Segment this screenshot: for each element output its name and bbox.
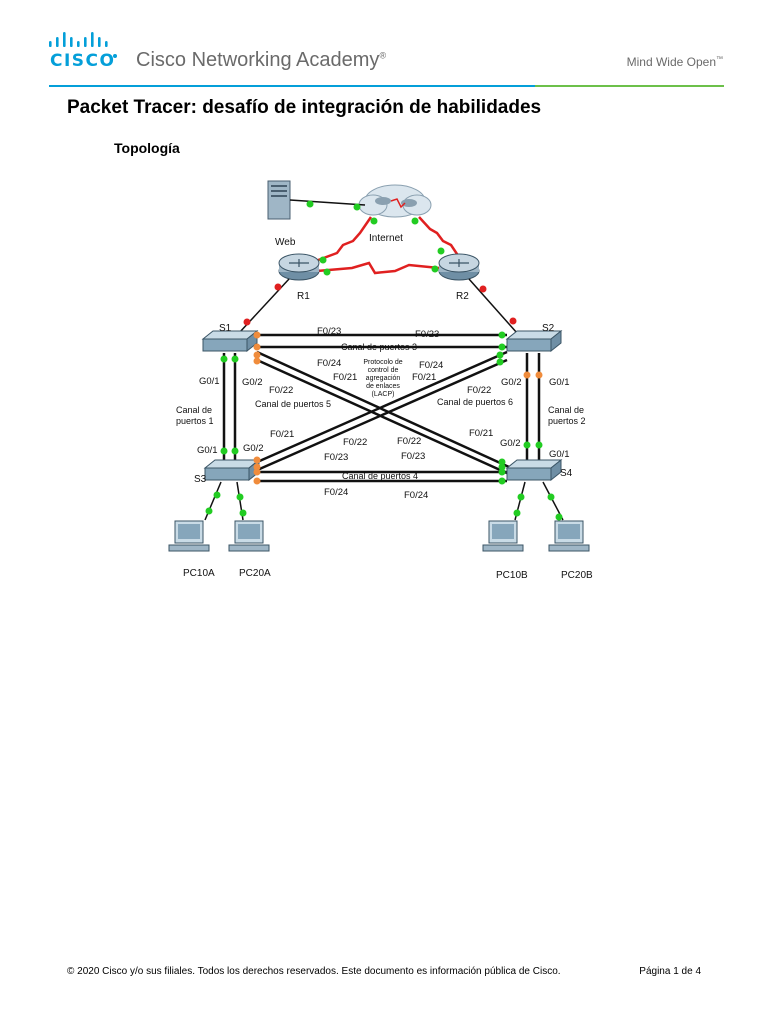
document-title: Packet Tracer: desafío de integración de… xyxy=(67,97,542,118)
registered-mark: ® xyxy=(379,50,387,61)
label-channel-1-line1: Canal de xyxy=(176,405,212,415)
header-rule xyxy=(49,85,724,87)
label-channel-2-line2: puertos 2 xyxy=(548,416,586,426)
academy-label: Cisco Networking Academy xyxy=(136,49,380,71)
web-internet-link xyxy=(289,199,366,206)
label-r2: R2 xyxy=(456,291,469,302)
switch-s3-icon xyxy=(203,458,261,482)
label-pc10b: PC10B xyxy=(496,570,528,581)
label-channel-5: Canal de puertos 5 xyxy=(255,399,331,409)
label-channel-1-line2: puertos 1 xyxy=(176,416,214,426)
r2-s2-link xyxy=(468,278,518,334)
label-channel-6: Canal de puertos 6 xyxy=(437,397,513,407)
label-r1: R1 xyxy=(297,291,310,302)
topology-diagram: Web Internet R1 R2 S1 S2 S3 S4 PC10A PC2… xyxy=(147,175,624,585)
tagline-label: Mind Wide Open xyxy=(626,55,716,69)
port-s1-f021: F0/21 xyxy=(333,372,357,383)
port-s4-g02: G0/2 xyxy=(500,438,521,449)
label-pc20a: PC20A xyxy=(239,568,271,579)
lacp-line-1: Protocolo de xyxy=(363,359,402,366)
r1-internet-serial-link xyxy=(304,216,373,267)
label-channel-3: Canal de puertos 3 xyxy=(341,342,417,352)
port-s3-f023: F0/23 xyxy=(324,452,348,463)
pc-10a-icon xyxy=(168,520,210,552)
port-s3-g02: G0/2 xyxy=(243,443,264,454)
r2-internet-serial-link xyxy=(418,216,465,264)
r1-r2-serial-link xyxy=(316,261,440,275)
port-s1-f022: F0/22 xyxy=(269,385,293,396)
cisco-dot xyxy=(113,54,117,58)
label-s3: S3 xyxy=(194,474,207,485)
cisco-bars-logo-icon xyxy=(49,32,108,47)
label-s2: S2 xyxy=(542,323,555,334)
port-s3-g01: G0/1 xyxy=(197,445,218,456)
port-s1-f023: F0/23 xyxy=(317,326,341,337)
switch-s1-icon xyxy=(201,329,259,353)
label-pc10a: PC10A xyxy=(183,568,215,579)
pc-20a-icon xyxy=(228,520,270,552)
lacp-line-5: (LACP) xyxy=(372,391,395,398)
page-header: CISCO Cisco Networking Academy® Mind Wid… xyxy=(0,0,768,90)
label-s1: S1 xyxy=(219,323,232,334)
port-s2-f021: F0/21 xyxy=(412,372,436,383)
label-pc20b: PC20B xyxy=(561,570,593,581)
server-icon xyxy=(267,180,291,220)
port-s2-f024: F0/24 xyxy=(419,360,443,371)
port-s1-f024: F0/24 xyxy=(317,358,341,369)
port-s4-f024: F0/24 xyxy=(404,490,428,501)
switch-s2-icon xyxy=(505,329,563,353)
tagline: Mind Wide Open™ xyxy=(627,55,723,69)
lacp-line-4: de enlaces xyxy=(366,383,400,390)
pc-10b-icon xyxy=(482,520,524,552)
internet-cloud-icon xyxy=(358,184,432,218)
copyright-notice: © 2020 Cisco y/o sus filiales. Todos los… xyxy=(67,966,561,977)
academy-name: Cisco Networking Academy® xyxy=(136,49,386,72)
port-s4-g01: G0/1 xyxy=(549,449,570,460)
pc-20b-icon xyxy=(548,520,590,552)
port-s3-f024: F0/24 xyxy=(324,487,348,498)
port-s2-g01: G0/1 xyxy=(549,377,570,388)
label-internet: Internet xyxy=(369,233,403,244)
lacp-line-2: control de xyxy=(368,367,399,374)
link-status-dots xyxy=(205,200,563,521)
page-number: Página 1 de 4 xyxy=(639,966,701,977)
label-web: Web xyxy=(275,237,296,248)
label-channel-4: Canal de puertos 4 xyxy=(342,471,418,481)
trademark: ™ xyxy=(716,56,723,63)
port-s2-f023: F0/23 xyxy=(415,329,439,340)
port-s4-f021: F0/21 xyxy=(469,428,493,439)
port-s4-f023: F0/23 xyxy=(401,451,425,462)
label-s4: S4 xyxy=(560,468,573,479)
port-s3-f021: F0/21 xyxy=(270,429,294,440)
port-s1-g02: G0/2 xyxy=(242,377,263,388)
port-s2-g02: G0/2 xyxy=(501,377,522,388)
label-channel-2-line1: Canal de xyxy=(548,405,584,415)
port-s2-f022: F0/22 xyxy=(467,385,491,396)
port-s4-f022: F0/22 xyxy=(397,436,421,447)
port-s3-f022: F0/22 xyxy=(343,437,367,448)
port-s1-g01: G0/1 xyxy=(199,376,220,387)
router-r1-icon xyxy=(278,253,320,281)
router-r2-icon xyxy=(438,253,480,281)
switch-s4-icon xyxy=(505,458,563,482)
lacp-line-3: agregación xyxy=(366,375,401,382)
cisco-wordmark: CISCO xyxy=(50,51,116,71)
section-heading: Topología xyxy=(114,140,180,156)
